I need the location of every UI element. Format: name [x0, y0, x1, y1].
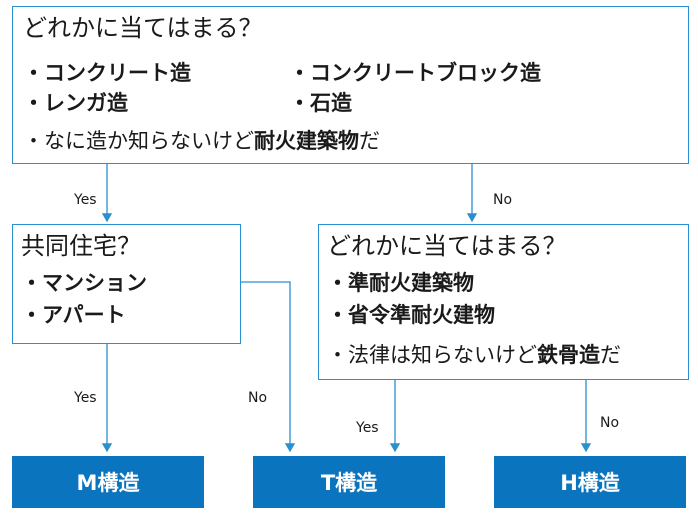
right-item-quasi-fireproof: ・準耐火建築物	[327, 271, 474, 295]
label-left-yes: Yes	[74, 390, 97, 406]
left-question: 共同住宅？	[21, 232, 141, 260]
top-item-brick: ・レンガ造	[23, 91, 128, 115]
result-h-structure: H構造	[494, 456, 686, 508]
left-item-apartment: ・アパート	[21, 303, 126, 327]
left-item-mansion: ・マンション	[21, 271, 147, 295]
label-left-no: No	[248, 390, 268, 406]
left-question-box: 共同住宅？ ・マンション ・アパート	[12, 224, 241, 344]
result-m-structure: M構造	[12, 456, 204, 508]
top-question: どれかに当てはまる？	[23, 14, 263, 42]
label-right-yes: Yes	[356, 420, 379, 436]
label-top-yes: Yes	[74, 192, 97, 208]
top-question-box: どれかに当てはまる？ ・コンクリート造 ・コンクリートブロック造 ・レンガ造 ・…	[12, 6, 689, 164]
top-item-stone: ・石造	[289, 91, 352, 115]
top-note: ・なに造か知らないけど耐火建築物だ	[23, 129, 380, 153]
label-right-no: No	[600, 415, 620, 431]
top-item-concrete: ・コンクリート造	[23, 61, 191, 85]
result-t-structure: T構造	[253, 456, 445, 508]
arrow-left-no	[241, 281, 296, 453]
label-top-no: No	[493, 192, 513, 208]
right-note: ・法律は知らないけど鉄骨造だ	[327, 343, 621, 367]
right-question: どれかに当てはまる？	[327, 232, 567, 260]
right-question-box: どれかに当てはまる？ ・準耐火建築物 ・省令準耐火建物 ・法律は知らないけど鉄骨…	[318, 224, 689, 380]
right-item-ministerial-quasi-fireproof: ・省令準耐火建物	[327, 303, 495, 327]
top-item-concrete-block: ・コンクリートブロック造	[289, 61, 541, 85]
